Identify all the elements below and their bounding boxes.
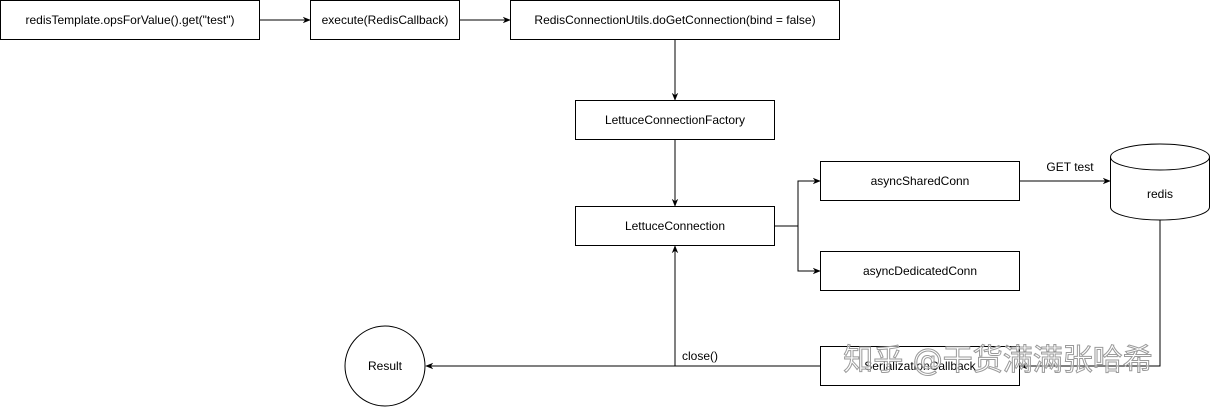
node-lettuce-connection-factory: LettuceConnectionFactory (575, 100, 775, 140)
node-execute: execute(RedisCallback) (310, 0, 460, 40)
node-serialization-callback: SerializationCallback (820, 346, 1020, 386)
node-execute-label: execute(RedisCallback) (322, 13, 449, 27)
edge-label-close: close() (682, 349, 718, 363)
edge-connection-to-async-dedicated (775, 225, 821, 275)
node-lettuce-connection: LettuceConnection (575, 206, 775, 246)
node-redis-template-label: redisTemplate.opsForValue().get("test") (25, 13, 234, 27)
node-async-shared-conn: asyncSharedConn (820, 161, 1020, 201)
edge-redis-to-serialization (1019, 220, 1161, 370)
node-async-shared-conn-label: asyncSharedConn (871, 174, 970, 188)
watermark: 知乎 @干货满满张哈希 (843, 343, 1153, 378)
node-redis-label: redis (1147, 187, 1173, 201)
edges (260, 16, 1161, 370)
node-result-label: Result (368, 359, 403, 373)
edge-label-get-test: GET test (1046, 160, 1094, 174)
node-do-get-connection-label: RedisConnectionUtils.doGetConnection(bin… (534, 13, 815, 27)
node-lettuce-connection-label: LettuceConnection (625, 219, 725, 233)
node-async-dedicated-conn-label: asyncDedicatedConn (863, 264, 977, 278)
node-serialization-callback-label: SerializationCallback (864, 359, 976, 373)
node-redis-cylinder: redis (1110, 143, 1210, 221)
node-async-dedicated-conn: asyncDedicatedConn (820, 251, 1020, 291)
node-result: Result (344, 325, 426, 407)
node-do-get-connection: RedisConnectionUtils.doGetConnection(bin… (510, 0, 840, 40)
node-lettuce-connection-factory-label: LettuceConnectionFactory (605, 113, 745, 127)
edge-connection-to-async-shared (775, 177, 821, 227)
node-redis-template: redisTemplate.opsForValue().get("test") (0, 0, 260, 40)
